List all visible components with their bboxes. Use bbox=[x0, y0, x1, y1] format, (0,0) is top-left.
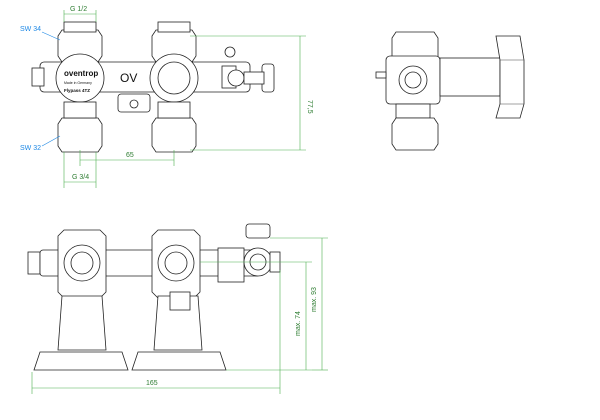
bottom-dimensions: 165 max. 74 max. 93 bbox=[31, 237, 328, 394]
model-text: Flypass 4TZ bbox=[64, 88, 90, 93]
made-in-text: Made in Germany bbox=[64, 81, 92, 85]
front-view bbox=[31, 21, 275, 153]
front-height-label: 77,5 bbox=[306, 100, 313, 114]
front-dimensions: G 1/2 65 G 3/4 77,5 bbox=[63, 6, 313, 188]
logo-text: OV bbox=[120, 71, 137, 85]
bottom-view bbox=[27, 223, 281, 371]
body-marking: oventrop Made in Germany Flypass 4TZ OV bbox=[64, 69, 137, 93]
center-distance-label: 65 bbox=[126, 152, 134, 159]
max74-label: max. 74 bbox=[295, 311, 302, 336]
bottom-thread-label: G 3/4 bbox=[72, 174, 89, 181]
sw34-callout: SW 34 bbox=[20, 26, 41, 33]
overall-width-label: 165 bbox=[146, 380, 158, 387]
brand-text: oventrop bbox=[64, 69, 98, 78]
top-thread-label: G 1/2 bbox=[70, 6, 87, 13]
callouts: SW 34 SW 32 bbox=[20, 26, 61, 152]
sw32-callout: SW 32 bbox=[20, 145, 41, 152]
max93-label: max. 93 bbox=[311, 287, 318, 312]
side-view bbox=[375, 31, 525, 151]
